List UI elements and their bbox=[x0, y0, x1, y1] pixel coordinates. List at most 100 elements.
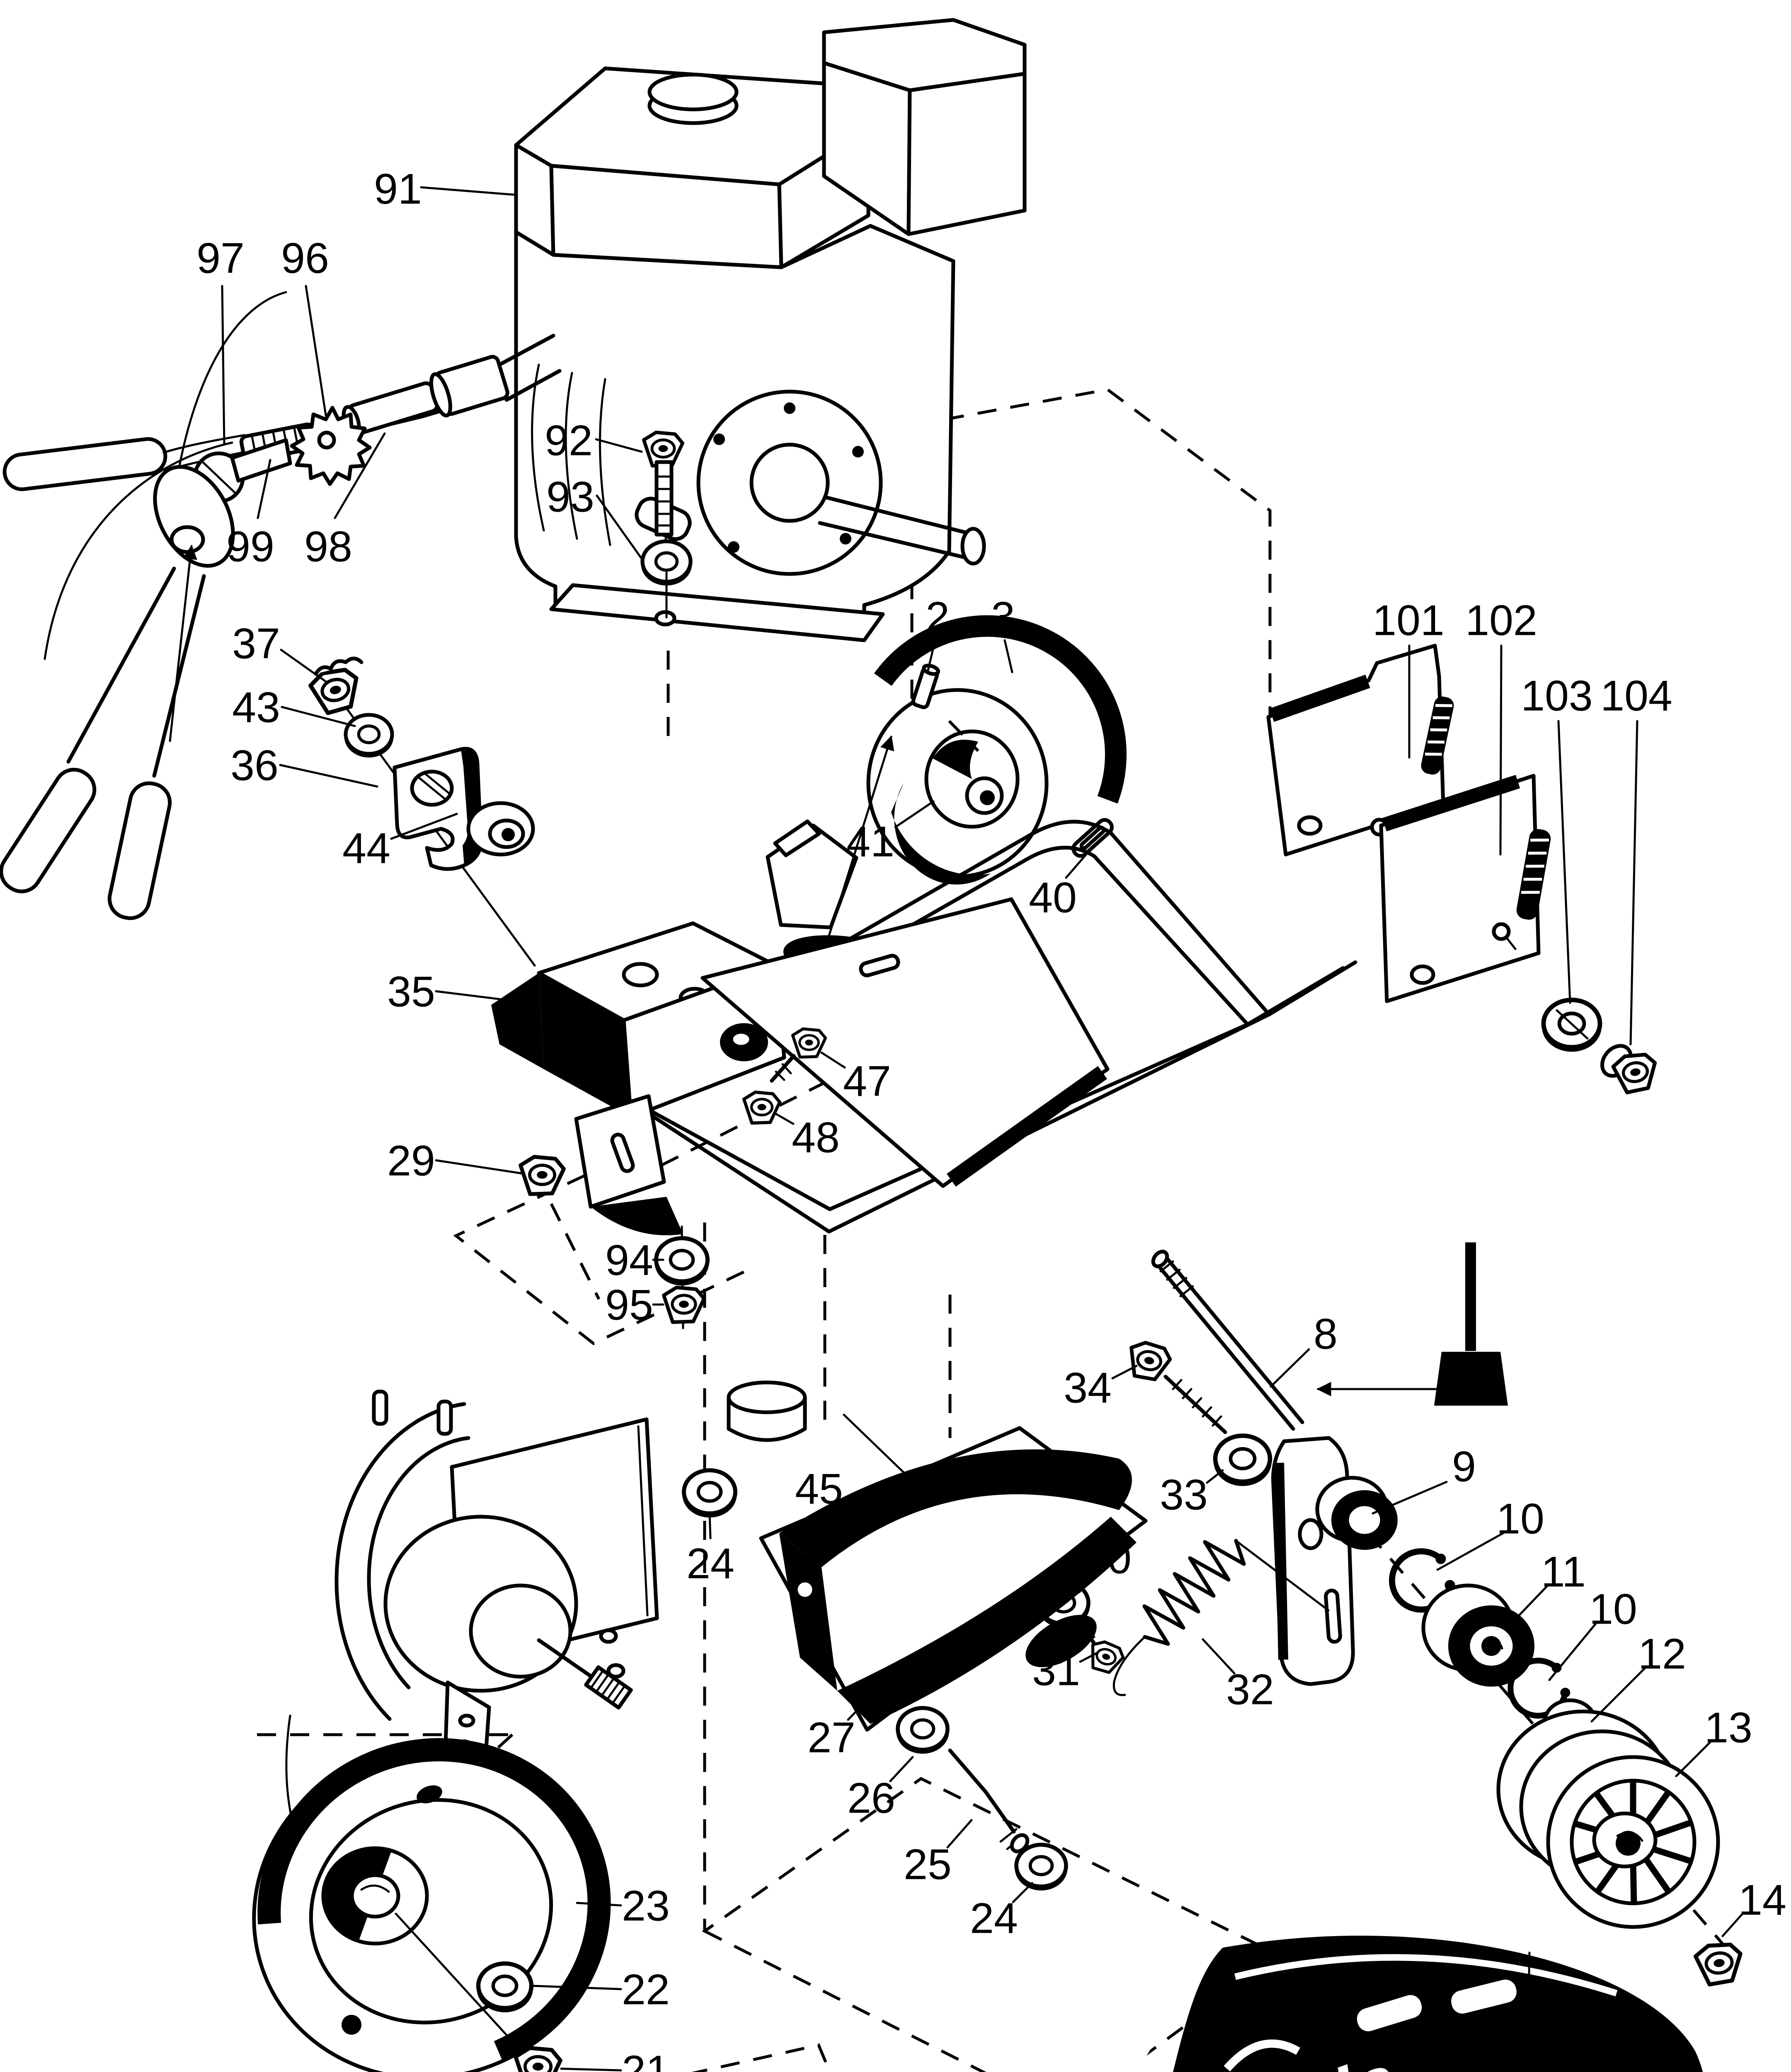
leader-line-44 bbox=[390, 813, 458, 840]
bearing-11 bbox=[1421, 1583, 1534, 1687]
bolt-34 bbox=[1126, 1340, 1227, 1434]
belt-guard-group bbox=[684, 1380, 1148, 1889]
lock-nut-37 bbox=[308, 658, 363, 716]
leader-line-8 bbox=[1270, 1348, 1310, 1388]
clamp-plate-36 bbox=[393, 747, 483, 871]
star-washer-96 bbox=[290, 406, 372, 486]
frame-plate bbox=[700, 897, 1110, 1188]
part-label-96: 96 bbox=[281, 234, 329, 282]
cap-45 bbox=[727, 1380, 807, 1442]
part-label-14: 14 bbox=[1738, 1876, 1786, 1924]
engine-foot bbox=[549, 583, 885, 642]
part-label-26: 26 bbox=[847, 1774, 895, 1822]
side-plates-group bbox=[1266, 644, 1659, 1094]
part-label-93: 93 bbox=[546, 473, 594, 521]
drive-disc-23 bbox=[252, 1738, 611, 2072]
washer-22 bbox=[478, 1963, 531, 2011]
leader-line-104 bbox=[1629, 720, 1638, 1046]
bolt-104 bbox=[1596, 1040, 1659, 1094]
part-label-18: 18 bbox=[918, 2070, 966, 2072]
leader-line-13 bbox=[1675, 1741, 1711, 1777]
cutter-arrow bbox=[169, 545, 197, 742]
housing-studs bbox=[372, 1389, 453, 1436]
leader-line-93 bbox=[596, 494, 643, 560]
leader-line-10 bbox=[1436, 1532, 1504, 1571]
leader-line-45 bbox=[843, 1414, 916, 1485]
leader-line-103 bbox=[1557, 720, 1571, 1004]
lock-washer-103 bbox=[1544, 1000, 1600, 1050]
washer-26 bbox=[898, 1708, 948, 1752]
part-label-91: 91 bbox=[374, 165, 422, 213]
leader-line-25 bbox=[946, 1819, 973, 1849]
plate-102 bbox=[1379, 774, 1551, 1003]
part-label-41: 41 bbox=[846, 818, 894, 866]
washer-33 bbox=[1215, 1436, 1270, 1484]
handlebar-frame bbox=[491, 820, 1357, 1328]
leader-line-3 bbox=[1003, 639, 1013, 673]
screw-47 bbox=[770, 1029, 826, 1083]
guard-keyhole bbox=[794, 1578, 824, 1613]
part-label-3: 3 bbox=[991, 593, 1015, 641]
part-label-29: 29 bbox=[387, 1137, 435, 1185]
leader-line-27 bbox=[847, 1694, 873, 1721]
leader-line-12 bbox=[1590, 1667, 1646, 1723]
nut-29 bbox=[521, 1157, 564, 1194]
part-label-36: 36 bbox=[230, 741, 279, 789]
part-label-103: 103 bbox=[1521, 672, 1593, 720]
part-label-43: 43 bbox=[232, 683, 280, 731]
part-label-40: 40 bbox=[1029, 874, 1077, 922]
belt-cover-group: agria 5272A bbox=[1099, 1936, 1703, 2072]
tensioner-bracket bbox=[1271, 1436, 1355, 1686]
part-label-25: 25 bbox=[904, 1840, 952, 1888]
nut-95 bbox=[664, 1288, 704, 1322]
leader-line-32 bbox=[1202, 1638, 1236, 1675]
leader-line-37 bbox=[280, 649, 328, 683]
part-label-32: 32 bbox=[1226, 1665, 1274, 1714]
washer-43 bbox=[346, 715, 392, 756]
part-label-11: 11 bbox=[1541, 1548, 1586, 1596]
part-label-9: 9 bbox=[1452, 1443, 1476, 1491]
cable-cutter-tool bbox=[0, 465, 235, 920]
part-label-35: 35 bbox=[387, 968, 435, 1016]
oil-arrow bbox=[824, 735, 894, 950]
part-label-99: 99 bbox=[226, 523, 274, 571]
gearbox-housing bbox=[285, 1389, 659, 1918]
pto-flange bbox=[696, 390, 883, 576]
leader-line-26 bbox=[889, 1756, 914, 1782]
washer-24 bbox=[684, 1470, 735, 1516]
leader-line-22 bbox=[531, 1985, 622, 1990]
leader-line-14 bbox=[1721, 1912, 1745, 1937]
leader-line-91 bbox=[420, 186, 516, 196]
part-label-12: 12 bbox=[1638, 1630, 1686, 1678]
part-label-48: 48 bbox=[792, 1113, 840, 1162]
bolt-92 bbox=[644, 432, 683, 557]
leader-line-48 bbox=[775, 1113, 795, 1125]
leader-line-36 bbox=[279, 764, 378, 788]
part-label-22: 22 bbox=[622, 1965, 670, 2014]
leader-line-33 bbox=[1206, 1469, 1224, 1484]
leader-line-92 bbox=[595, 438, 643, 453]
pto-shaft bbox=[818, 495, 986, 566]
leader-line-31 bbox=[1079, 1651, 1099, 1663]
part-label-101: 101 bbox=[1372, 596, 1444, 644]
gearbox-shaft bbox=[383, 1515, 633, 1710]
leader-line-24b bbox=[1012, 1882, 1033, 1903]
part-label-45: 45 bbox=[795, 1465, 843, 1513]
part-label-10: 10 bbox=[1496, 1495, 1544, 1543]
leader-line-9 bbox=[1372, 1481, 1448, 1515]
leader-line-30 bbox=[1078, 1573, 1097, 1593]
tank-cap bbox=[647, 73, 739, 125]
part-label-23: 23 bbox=[622, 1882, 670, 1930]
part-label-95: 95 bbox=[605, 1281, 653, 1329]
engine-assembly bbox=[514, 18, 1027, 642]
part-label-30: 30 bbox=[1083, 1535, 1132, 1583]
part-label-104: 104 bbox=[1600, 672, 1672, 720]
tension-rod-8 bbox=[1151, 1249, 1304, 1431]
pulley-41 bbox=[866, 688, 1049, 885]
leader-line-10b bbox=[1548, 1622, 1597, 1681]
part-label-47: 47 bbox=[843, 1057, 891, 1105]
part-label-97: 97 bbox=[196, 234, 245, 282]
spring-32 bbox=[1112, 1539, 1330, 1696]
